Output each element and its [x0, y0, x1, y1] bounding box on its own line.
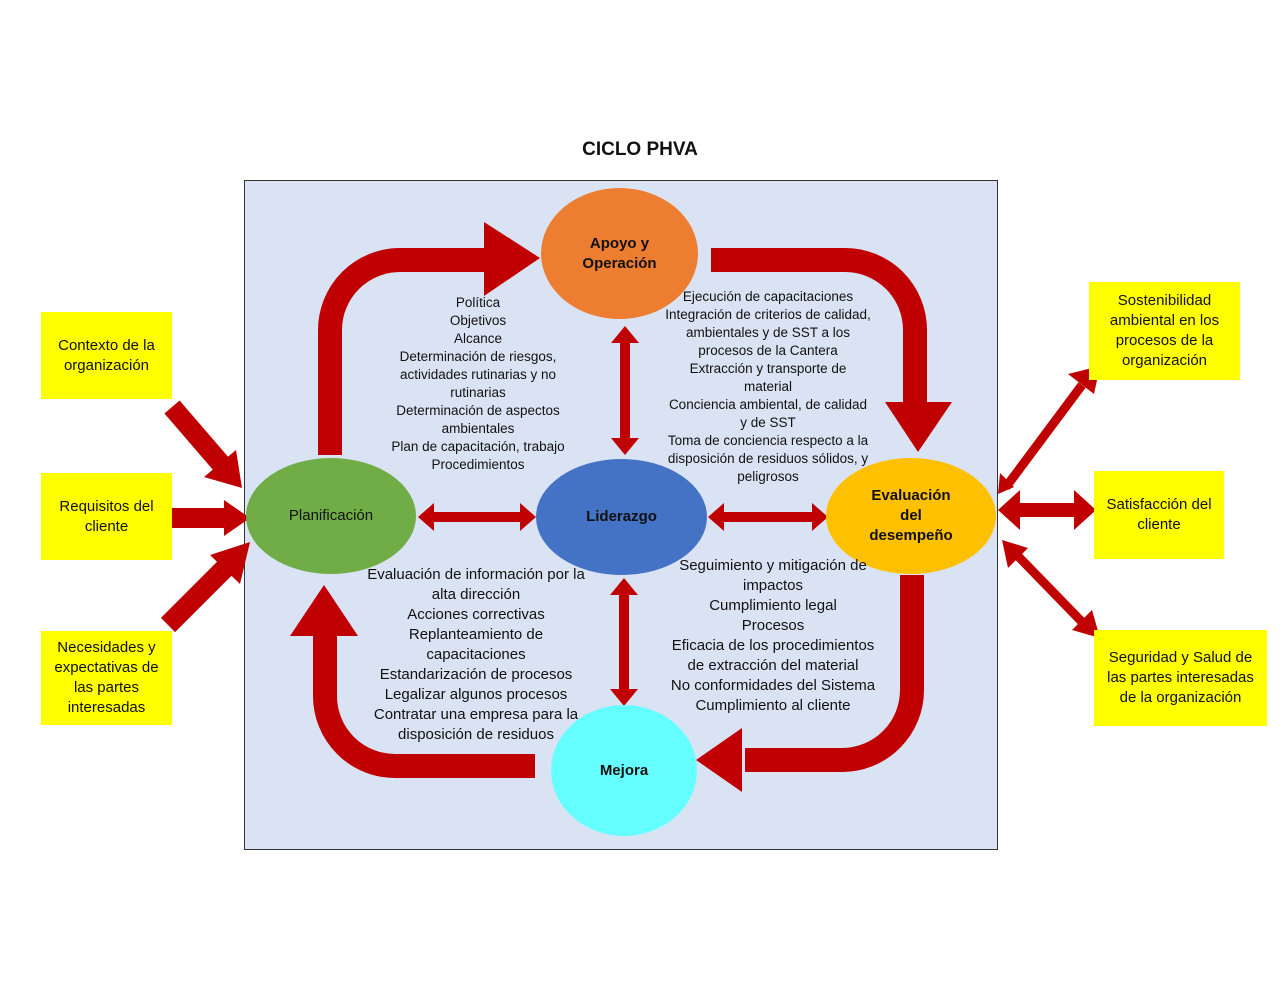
arrowhead-verificar-to-actuar [696, 728, 742, 792]
planear-line: rutinarias [450, 385, 506, 400]
input-contexto-label: Contexto de la organización [58, 336, 155, 374]
arrow-necesidades [160, 542, 250, 633]
hacer-line: Toma de conciencia respecto a la [667, 433, 869, 448]
node-evaluacion-line-3: desempeño [869, 527, 953, 544]
text-actuar: Evaluación de información por la alta di… [351, 565, 601, 745]
planear-line: actividades rutinarias y no [399, 367, 557, 382]
actuar-line: capacitaciones [426, 646, 526, 663]
input-necesidades-label: Necesidades y expectativas de las partes… [54, 639, 159, 716]
arrow-requisitos [172, 500, 250, 536]
node-apoyo-operacion: Apoyo y Operación [541, 188, 698, 319]
verificar-line: Procesos [741, 617, 805, 634]
node-apoyo-line-1: Apoyo y [589, 234, 650, 252]
planear-line: Determinación de riesgos, [399, 349, 557, 364]
input-requisitos-cliente: Requisitos del cliente [41, 473, 172, 560]
hacer-line: Conciencia ambiental, de calidad [668, 397, 868, 412]
arrow-sostenibilidad [998, 365, 1100, 494]
hacer-line: Integración de criterios de calidad, [665, 307, 871, 322]
arrow-verificar-to-actuar [745, 575, 924, 772]
node-evaluacion-line-1: Evaluación [871, 487, 951, 504]
output-sostenibilidad-label: Sostenibilidad ambiental en los procesos… [1109, 292, 1220, 369]
verificar-line: Cumplimiento al cliente [695, 697, 851, 714]
actuar-line: alta dirección [431, 586, 521, 603]
arrow-seguridad [1002, 540, 1100, 638]
verificar-line: Seguimiento y mitigación de [679, 557, 867, 574]
hacer-line: ambientales y de SST a los [685, 325, 851, 340]
node-mejora-label: Mejora [599, 761, 649, 779]
node-apoyo-line-2: Operación [582, 254, 657, 272]
output-seguridad-salud: Seguridad y Salud de las partes interesa… [1094, 630, 1267, 726]
hacer-line: y de SST [740, 415, 796, 430]
hacer-line: Ejecución de capacitaciones [682, 289, 854, 304]
output-seguridad-label: Seguridad y Salud de las partes interesa… [1107, 649, 1254, 706]
hacer-line: peligrosos [737, 469, 799, 484]
verificar-line: de extracción del material [687, 657, 859, 674]
node-planificacion-label: Planificación [288, 507, 374, 524]
hacer-line: procesos de la Cantera [698, 343, 838, 358]
text-hacer: Ejecución de capacitaciones Integración … [648, 288, 888, 486]
text-verificar: Seguimiento y mitigación de impactos Cum… [653, 556, 893, 716]
node-mejora: Mejora [551, 705, 697, 836]
actuar-line: Acciones correctivas [407, 606, 545, 623]
arrow-actuar-to-plan [313, 632, 535, 778]
actuar-line: Estandarización de procesos [379, 666, 573, 683]
node-evaluacion-line-2: del [900, 507, 922, 524]
verificar-line: Eficacia de los procedimientos [671, 637, 875, 654]
planear-line: Objetivos [449, 313, 507, 328]
diagram-title: CICLO PHVA [582, 139, 698, 160]
verificar-line: No conformidades del Sistema [670, 677, 876, 694]
arrowhead-plan-to-hacer [484, 222, 540, 296]
hacer-line: disposición de residuos sólidos, y [667, 451, 869, 466]
double-arrow-plan-lider [418, 503, 536, 531]
hacer-line: material [743, 379, 792, 394]
text-planear: Política Objetivos Alcance Determinación… [368, 294, 588, 474]
input-requisitos-label: Requisitos del cliente [59, 497, 154, 535]
output-sostenibilidad-ambiental: Sostenibilidad ambiental en los procesos… [1089, 282, 1240, 380]
actuar-line: disposición de residuos [398, 726, 554, 743]
node-planificacion: Planificación [246, 458, 416, 574]
actuar-line: Legalizar algunos procesos [384, 686, 568, 703]
arrow-contexto [164, 400, 242, 488]
output-satisfaccion-label: Satisfacción del cliente [1106, 496, 1212, 533]
actuar-line: Replanteamiento de [408, 626, 544, 643]
hacer-line: Extracción y transporte de [689, 361, 847, 376]
planear-line: ambientales [441, 421, 515, 436]
double-arrow-lider-actuar [610, 578, 638, 706]
input-contexto-organizacion: Contexto de la organización [41, 312, 172, 399]
arrow-satisfaccion [998, 490, 1096, 530]
planear-line: Política [455, 295, 501, 310]
arrowhead-hacer-to-verificar [885, 402, 952, 452]
planear-line: Procedimientos [431, 457, 525, 472]
input-necesidades-expectativas: Necesidades y expectativas de las partes… [41, 631, 172, 725]
planear-line: Plan de capacitación, trabajo [391, 439, 565, 454]
node-liderazgo-label: Liderazgo [586, 508, 657, 525]
node-evaluacion-desempeno: Evaluación del desempeño [826, 458, 996, 574]
planear-line: Determinación de aspectos [396, 403, 560, 418]
planear-line: Alcance [453, 331, 503, 346]
arrowhead-actuar-to-plan [290, 585, 358, 636]
verificar-line: impactos [742, 577, 804, 594]
double-arrow-lider-verificar [708, 503, 828, 531]
node-liderazgo: Liderazgo [536, 459, 707, 575]
actuar-line: Evaluación de información por la [367, 566, 585, 583]
arrow-hacer-to-verificar [711, 248, 927, 405]
double-arrow-hacer-lider [611, 326, 639, 455]
verificar-line: Cumplimiento legal [709, 597, 837, 614]
output-satisfaccion-cliente: Satisfacción del cliente [1094, 471, 1224, 559]
actuar-line: Contratar una empresa para la [373, 706, 579, 723]
arrow-plan-to-hacer [318, 248, 488, 455]
